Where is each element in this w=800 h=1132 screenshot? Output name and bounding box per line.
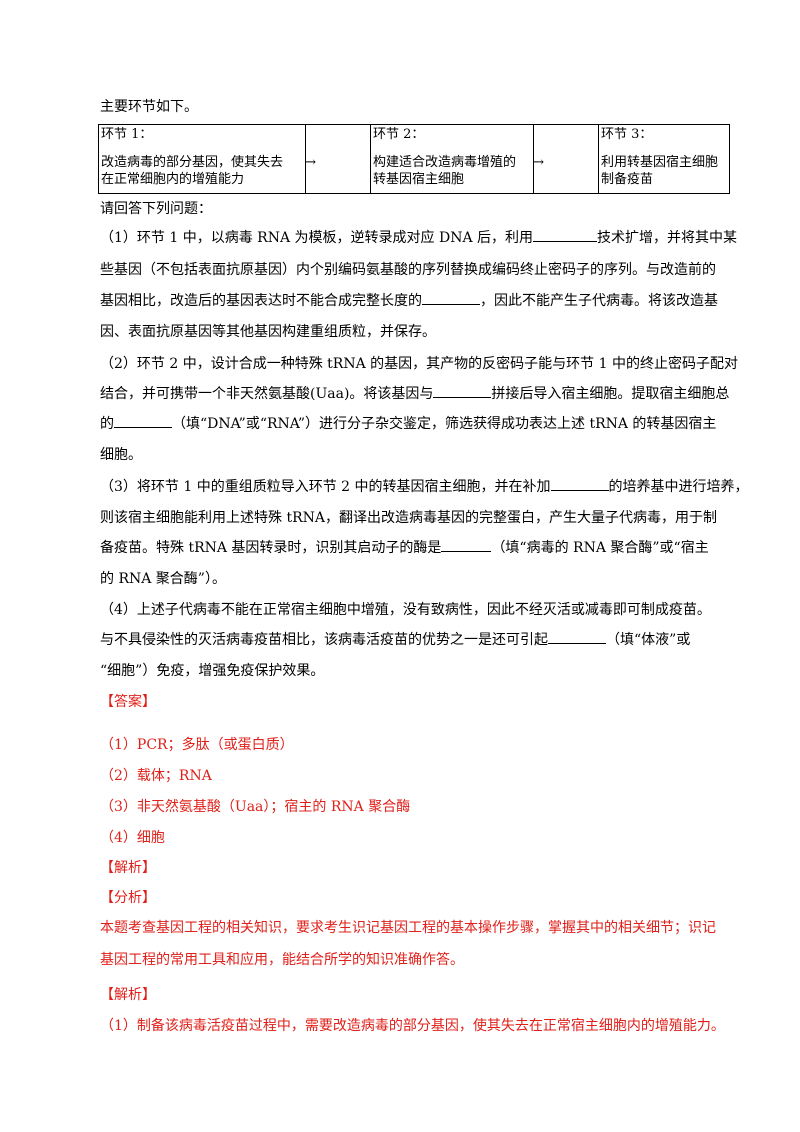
blank-polymerase — [441, 538, 492, 552]
q3-line1: （3）将环节 1 中的重组质粒导入环节 2 中的转基因宿主细胞，并在补加 的培养基… — [100, 477, 749, 497]
analysis-heading: 【解析】 — [100, 860, 156, 876]
jiexi-line1: （1）制备该病毒活疫苗过程中，需要改造病毒的部分基因，使其失去在正常宿主细胞内的… — [100, 1018, 725, 1034]
q4-line3: “细胞”）免疫，增强免疫保护效果。 — [100, 663, 325, 679]
fenxi-heading: 【分析】 — [100, 890, 156, 906]
blank-immunity — [548, 630, 606, 644]
q2-line3: 的 （填“DNA”或“RNA”）进行分子杂交鉴定，筛选获得成功表达上述 tRNA … — [100, 414, 740, 434]
q1-line1: （1）环节 1 中，以病毒 RNA 为模板，逆转录成对应 DNA 后，利用 技术扩… — [100, 228, 740, 248]
q4-text-b: （填“体液”或 — [606, 632, 691, 648]
answer-1: （1）PCR；多肽（或蛋白质） — [100, 737, 294, 753]
q1-line3: 基因相比，改造后的基因表达时不能合成完整长度的 ，因此不能产生子代病毒。将该改造基 — [100, 291, 740, 311]
q3-line3: 备疫苗。特殊 tRNA 基因转录时，识别其启动子的酶是 （填“病毒的 RNA 聚合… — [100, 538, 740, 558]
fenxi-line1: 本题考查基因工程的相关知识，要求考生识记基因工程的基本操作步骤，掌握其中的相关细… — [100, 920, 716, 936]
intro-text: 主要环节如下。 — [100, 99, 198, 115]
flow-step-3: 环节 3： 利用转基因宿主细胞 制备疫苗 — [598, 124, 730, 194]
q1-text-d: ，因此不能产生子代病毒。将该改造基 — [480, 293, 718, 309]
q2-line2: 结合，并可携带一个非天然氨基酸(Uaa)。将该基因与 拼接后导入宿主细胞。提取宿主… — [100, 384, 740, 404]
flow-table: 环节 1： 改造病毒的部分基因，使其失去 在正常细胞内的增殖能力 → 环节 2：… — [98, 124, 730, 194]
flow-step-1: 环节 1： 改造病毒的部分基因，使其失去 在正常细胞内的增殖能力 → — [98, 124, 316, 194]
q2-text-b: 拼接后导入宿主细胞。提取宿主细胞总 — [491, 386, 730, 402]
q3-line4: 的 RNA 聚合酶”）。 — [100, 571, 226, 587]
blank-peptide — [422, 291, 480, 305]
blank-uaa — [550, 477, 609, 491]
q2-line4: 细胞。 — [100, 447, 142, 463]
blank-pcr — [533, 228, 598, 242]
flow-step-1-line2: 在正常细胞内的增殖能力 — [101, 172, 245, 187]
flow-step-2-line2: 转基因宿主细胞 — [373, 172, 465, 187]
q2-text-d: （填“DNA”或“RNA”）进行分子杂交鉴定，筛选获得成功表达上述 tRNA 的… — [172, 416, 717, 432]
flow-step-2-line1: 构建适合改造病毒增殖的 — [373, 155, 517, 170]
answer-heading: 【答案】 — [100, 694, 156, 710]
q1-line2: 些基因（不包括表面抗原基因）内个别编码氨基酸的序列替换成编码终止密码子的序列。与… — [100, 262, 716, 278]
flow-step-3-title: 环节 3： — [601, 127, 653, 142]
prompt-text: 请回答下列问题： — [100, 201, 212, 217]
flow-step-3-line1: 利用转基因宿主细胞 — [601, 155, 719, 170]
answer-3: （3）非天然氨基酸（Uaa）；宿主的 RNA 聚合酶 — [100, 799, 411, 815]
q2-text-a: 结合，并可携带一个非天然氨基酸(Uaa)。将该基因与 — [100, 386, 434, 402]
q2-text-c: 的 — [100, 416, 114, 432]
q1-line4: 因、表面抗原基因等其他基因构建重组质粒，并保存。 — [100, 324, 436, 340]
q4-line2: 与不具侵染性的灭活病毒疫苗相比，该病毒活疫苗的优势之一是还可引起 （填“体液”或 — [100, 630, 740, 650]
flow-step-1-line1: 改造病毒的部分基因，使其失去 — [101, 155, 284, 170]
flow-step-2-title: 环节 2： — [373, 127, 425, 142]
blank-vector — [433, 384, 492, 398]
jiexi-heading: 【解析】 — [100, 987, 156, 1003]
q3-text-d: （填“病毒的 RNA 聚合酶”或“宿主 — [491, 540, 709, 556]
q1-text-b: 技术扩增，并将其中某 — [597, 230, 738, 246]
q4-line1: （4）上述子代病毒不能在正常宿主细胞中增殖，没有致病性，因此不经灭活或减毒即可制… — [100, 602, 711, 618]
blank-rna — [114, 414, 172, 428]
answer-4: （4）细胞 — [100, 830, 165, 846]
flow-step-1-title: 环节 1： — [101, 127, 153, 142]
q3-text-b: 的培养基中进行培养， — [608, 479, 749, 495]
flow-step-2: 环节 2： 构建适合改造病毒增殖的 转基因宿主细胞 → — [370, 124, 544, 194]
answer-2: （2）载体；RNA — [100, 768, 212, 784]
fenxi-line2: 基因工程的常用工具和应用，能结合所学的知识准确作答。 — [100, 952, 464, 968]
arrow-icon: → — [305, 155, 316, 170]
q2-line1: （2）环节 2 中，设计合成一种特殊 tRNA 的基因，其产物的反密码子能与环节… — [100, 356, 738, 372]
q3-line2: 则该宿主细胞能利用上述特殊 tRNA，翻译出改造病毒基因的完整蛋白，产生大量子代… — [100, 510, 717, 526]
q1-text-a: （1）环节 1 中，以病毒 RNA 为模板，逆转录成对应 DNA 后，利用 — [100, 230, 534, 246]
flow-step-3-line2: 制备疫苗 — [601, 172, 654, 187]
q3-text-c: 备疫苗。特殊 tRNA 基因转录时，识别其启动子的酶是 — [100, 540, 442, 556]
flow-gap-2 — [533, 124, 599, 194]
flow-gap-1 — [305, 124, 371, 194]
arrow-icon: → — [533, 155, 544, 170]
q1-text-c: 基因相比，改造后的基因表达时不能合成完整长度的 — [100, 293, 422, 309]
q4-text-a: 与不具侵染性的灭活病毒疫苗相比，该病毒活疫苗的优势之一是还可引起 — [100, 632, 548, 648]
q3-text-a: （3）将环节 1 中的重组质粒导入环节 2 中的转基因宿主细胞，并在补加 — [100, 479, 551, 495]
